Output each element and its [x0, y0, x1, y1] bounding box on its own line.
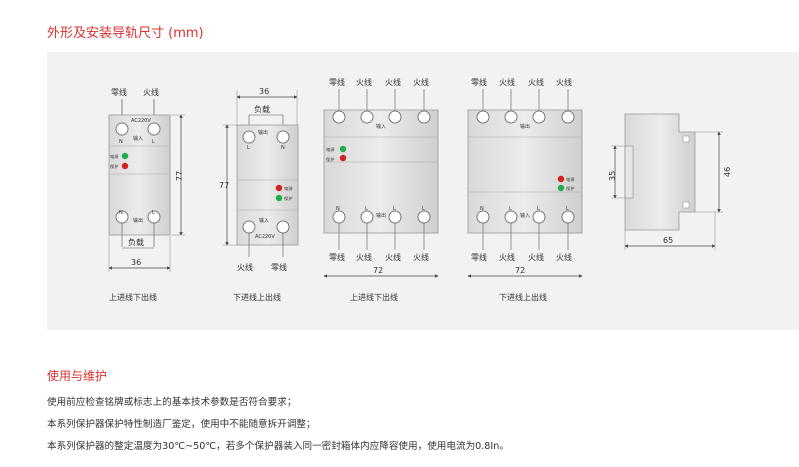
- diagram-2-single-pole-bottom-in: 36 负载 输出 L N 电源 保护 输入 AC220V 77 火线 零线 下进…: [219, 87, 299, 302]
- diagram-1-single-pole-top-in: 零线 火线 AC220V 输入 N L 电源 保护 N 输出 L 77 负载 3…: [108, 87, 185, 302]
- d3-led-power-indicator: [339, 145, 347, 153]
- d1-l: L: [152, 139, 155, 145]
- d1-n-bottom: N: [119, 210, 123, 216]
- d1-caption: 上进线下出线: [109, 292, 157, 302]
- d2-load: 负载: [254, 104, 270, 114]
- d3-terminal-1: N: [336, 206, 340, 212]
- d1-terminal-top-l: [147, 122, 161, 136]
- d2-input: 输入: [259, 217, 269, 224]
- d4-input: 输入: [520, 212, 530, 219]
- d4-bottom-label-4: 火线: [556, 252, 572, 262]
- d3-bottom-label-2: 火线: [356, 252, 372, 262]
- d2-l: L: [247, 145, 250, 151]
- d2-led-power-label: 电源: [284, 185, 293, 192]
- d4-led-power-indicator: [557, 184, 565, 192]
- dimension-drawing-panel: 零线 火线 AC220V 输入 N L 电源 保护 N 输出 L 77 负载 3…: [47, 52, 799, 330]
- d3-width-dim: 72: [373, 266, 383, 275]
- d3-output: 输出: [376, 212, 386, 219]
- maintenance-line-1: 使用前应检查铭牌或标志上的基本技术参数是否符合要求；: [47, 397, 297, 408]
- d1-input: 输入: [133, 135, 143, 142]
- d1-led-protect-label: 保护: [110, 163, 118, 170]
- diagram-5-side-view: 35 46 65: [608, 113, 732, 250]
- d4-caption: 下进线上出线: [499, 292, 547, 302]
- d1-led-protect-indicator: [121, 162, 129, 170]
- diagram-4-four-pole-bottom-in: 零线 火线 火线 火线 输出 电源 保护 输入 N L L L 零线 火线 火: [467, 77, 583, 302]
- d1-led-power-label: 电源: [110, 153, 119, 160]
- d3-caption: 上进线下出线: [350, 292, 398, 302]
- d4-top-label-3: 火线: [528, 77, 544, 87]
- diagram-3-four-pole-top-in: 零线 火线 火线 火线 输入 电源 保护 输出 N L L L 零线 火线 火: [323, 77, 439, 302]
- d3-top-label-1: 零线: [329, 77, 345, 87]
- d4-led-protect-label: 保护: [566, 185, 574, 192]
- d3-top-label-2: 火线: [356, 77, 372, 87]
- d1-label-neutral: 零线: [111, 87, 127, 97]
- d1-l-bottom: L: [152, 210, 155, 216]
- d2-led-power-indicator: [275, 194, 283, 202]
- d2-terminal-top-n: [276, 130, 290, 144]
- d4-led-power-label: 电源: [566, 176, 575, 183]
- d3-bottom-label-1: 零线: [329, 252, 345, 262]
- d4-bottom-label-2: 火线: [499, 252, 515, 262]
- d4-bottom-label-1: 零线: [471, 252, 487, 262]
- d4-led-protect-indicator: [557, 175, 565, 183]
- d3-led-power-label: 电源: [326, 146, 335, 153]
- d2-led-protect-indicator: [275, 184, 283, 192]
- maintenance-line-2: 本系列保护器保护特性制造厂鉴定，使用中不能随意拆开调整；: [47, 419, 316, 430]
- d5-side-profile: [624, 113, 696, 231]
- d5-dim-65: 65: [663, 236, 673, 245]
- d1-width-dim: 36: [131, 258, 141, 267]
- page-title: 外形及安装导轨尺寸 (mm): [47, 26, 204, 41]
- d1-output: 输出: [133, 217, 143, 224]
- d2-terminal-top-l: [242, 130, 256, 144]
- d4-terminal-4: L: [566, 206, 569, 212]
- maintenance-line-3: 本系列保护器的整定温度为30℃~50℃，若多个保护器装入同一密封箱体内应降容使用…: [47, 441, 509, 452]
- d3-led-protect-label: 保护: [326, 156, 334, 163]
- d5-dim-46: 46: [723, 167, 732, 177]
- d4-output: 输出: [520, 123, 530, 130]
- d2-bottom-label-neutral: 零线: [271, 262, 287, 272]
- d5-din-rail: [624, 145, 634, 199]
- d2-height-dim: 77: [219, 181, 229, 190]
- d4-top-label-2: 火线: [499, 77, 515, 87]
- d1-height-dim: 77: [175, 171, 184, 181]
- d3-input: 输入: [376, 123, 386, 130]
- d4-terminal-3: L: [537, 206, 540, 212]
- d2-caption: 下进线上出线: [233, 292, 281, 302]
- d3-terminal-2: L: [365, 206, 368, 212]
- d3-bottom-label-4: 火线: [413, 252, 429, 262]
- d2-terminal-bottom-n: [276, 220, 290, 234]
- d3-terminal-3: L: [393, 206, 396, 212]
- d4-top-label-4: 火线: [556, 77, 572, 87]
- d3-top-label-3: 火线: [385, 77, 401, 87]
- d2-output: 输出: [258, 129, 268, 136]
- d1-led-power-indicator: [121, 152, 129, 160]
- maintenance-title: 使用与维护: [47, 369, 108, 383]
- d3-bottom-label-3: 火线: [385, 252, 401, 262]
- dimension-drawings: 零线 火线 AC220V 输入 N L 电源 保护 N 输出 L 77 负载 3…: [108, 77, 732, 302]
- d1-load: 负载: [128, 237, 144, 247]
- d4-width-dim: 72: [515, 266, 525, 275]
- d2-rating: AC220V: [255, 234, 275, 240]
- d4-terminal-2: L: [509, 206, 512, 212]
- d1-terminal-top-n: [115, 122, 129, 136]
- d1-label-live: 火线: [143, 87, 159, 97]
- d2-bottom-label-live: 火线: [237, 262, 253, 272]
- d5-dim-35: 35: [608, 171, 617, 181]
- d2-led-protect-label: 保护: [284, 195, 292, 202]
- d4-top-label-1: 零线: [471, 77, 487, 87]
- d3-terminal-4: L: [422, 206, 425, 212]
- d2-n: N: [281, 145, 285, 151]
- d3-led-protect-indicator: [339, 154, 347, 162]
- d3-top-label-4: 火线: [413, 77, 429, 87]
- d2-width-dim: 36: [259, 87, 269, 96]
- d2-terminal-bottom-l: [242, 220, 256, 234]
- d1-rating: AC220V: [131, 118, 151, 124]
- d4-bottom-label-3: 火线: [528, 252, 544, 262]
- d1-n: N: [119, 139, 123, 145]
- d4-terminal-1: N: [480, 206, 484, 212]
